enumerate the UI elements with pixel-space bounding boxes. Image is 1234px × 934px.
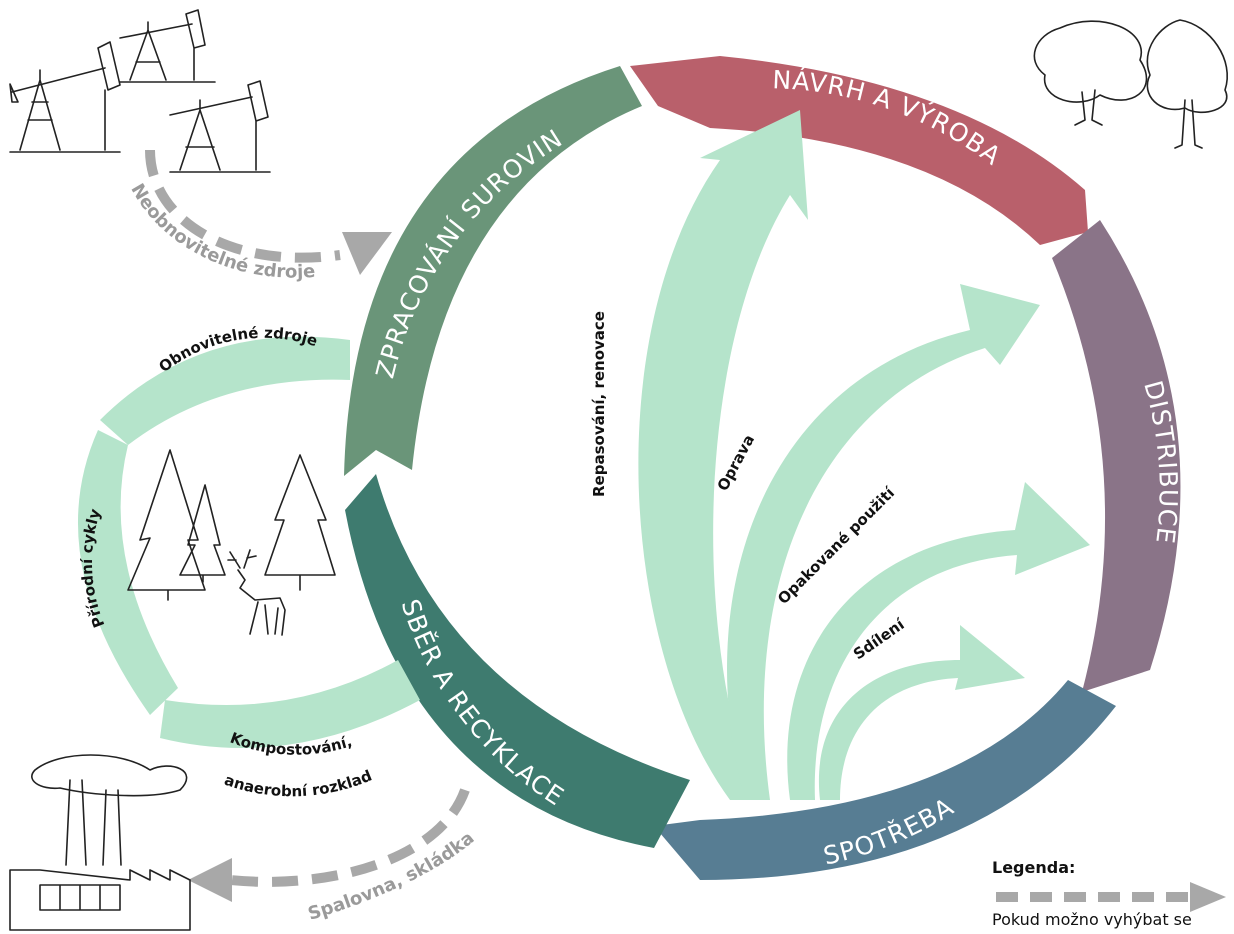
segment-design [630, 56, 1088, 245]
conifer-tree-icon [127, 449, 336, 601]
label-non-renewable: Neobnovitelné zdroje [126, 180, 316, 283]
loop-label-repasovani: Repasování, renovace [590, 311, 608, 497]
ring-segment-renewable [100, 336, 350, 445]
non-renewable-arrowhead [342, 232, 392, 275]
segment-collection [345, 474, 690, 848]
loop-arrow-oprava [727, 284, 1040, 800]
ring-label-composting-2: anaerobní rozklad [222, 766, 374, 800]
segment-distribution [1052, 220, 1181, 692]
loop-arrow-opakovane [787, 482, 1090, 800]
loop-arrow-repasovani [638, 110, 808, 800]
loop-arrow-sdileni [818, 625, 1025, 800]
oil-pump-icon [9, 9, 271, 173]
non-renewable-arrow [145, 149, 392, 275]
legend-dashed-meaning: Pokud možno vyhýbat se [992, 910, 1192, 929]
legend-arrow [996, 882, 1226, 912]
non-renewable-dashed-line [145, 149, 341, 263]
incineration-dashed-line [229, 788, 470, 887]
incineration-arrow [188, 788, 470, 902]
legend-title: Legenda: [992, 858, 1076, 877]
loop-label-oprava: Oprava [714, 432, 758, 494]
factory-icon [9, 754, 191, 931]
segment-processing [344, 66, 642, 476]
ring-segment-natural [77, 430, 178, 715]
deciduous-tree-icon [1033, 19, 1228, 149]
deer-icon [227, 549, 286, 636]
incineration-arrowhead [188, 858, 232, 902]
natural-cycle-ring [77, 336, 420, 749]
segment-consumption [654, 680, 1116, 880]
loop-arrows [638, 110, 1090, 800]
ring-segment-composting [160, 660, 420, 749]
